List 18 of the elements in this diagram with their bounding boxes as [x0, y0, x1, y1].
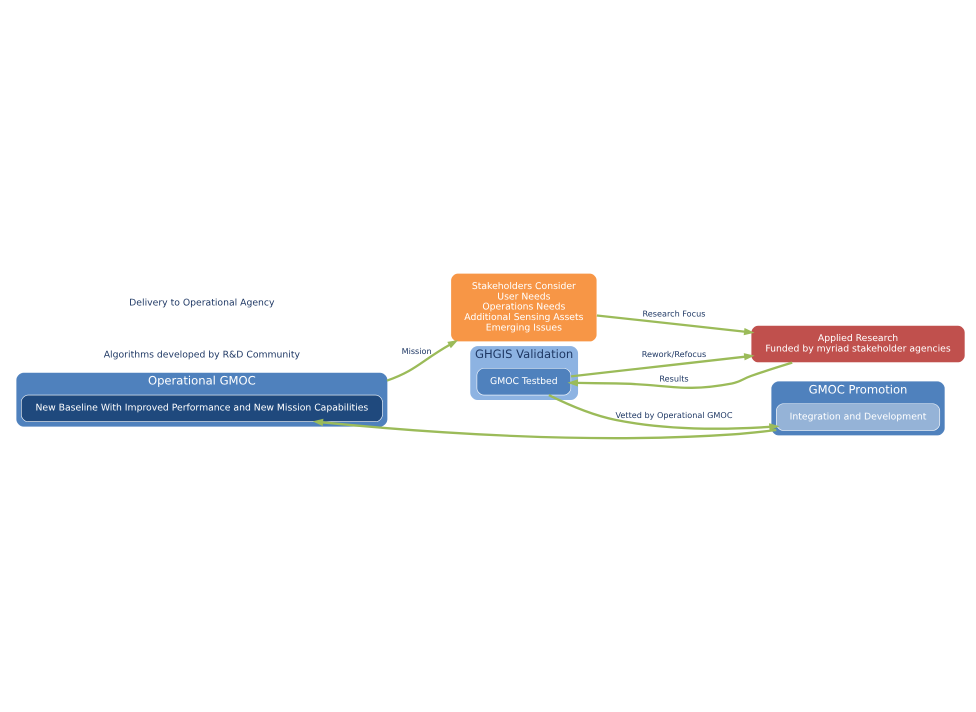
arrow [596, 314, 754, 335]
arrow [570, 352, 754, 378]
node-box: Stakeholders Consider User Needs Operations Needs Additional Sensing Assets Emerging Issues [450, 272, 597, 342]
arrow [567, 361, 792, 388]
label: Algorithms developed by R&D Community [103, 348, 300, 360]
node-box: GMOC Testbed [476, 368, 571, 395]
node-box: Applied Research Funded by myriad stakeholder agencies [750, 324, 965, 362]
label: Delivery to Operational Agency [128, 297, 274, 308]
arrow [548, 394, 780, 430]
edge-label: Vetted by Operational GMOC [614, 409, 732, 420]
arrow [312, 418, 776, 439]
edge-label: Rework/Refocus [641, 348, 706, 358]
edge-label: Results [658, 372, 688, 383]
arrow [386, 340, 458, 382]
edge-label: Research Focus [642, 308, 705, 318]
node-box: Integration and Development [776, 402, 940, 430]
node-box: New Baseline With Improved Performance and New Mission Capabilities [20, 394, 382, 422]
edge-label: Mission [401, 346, 432, 356]
